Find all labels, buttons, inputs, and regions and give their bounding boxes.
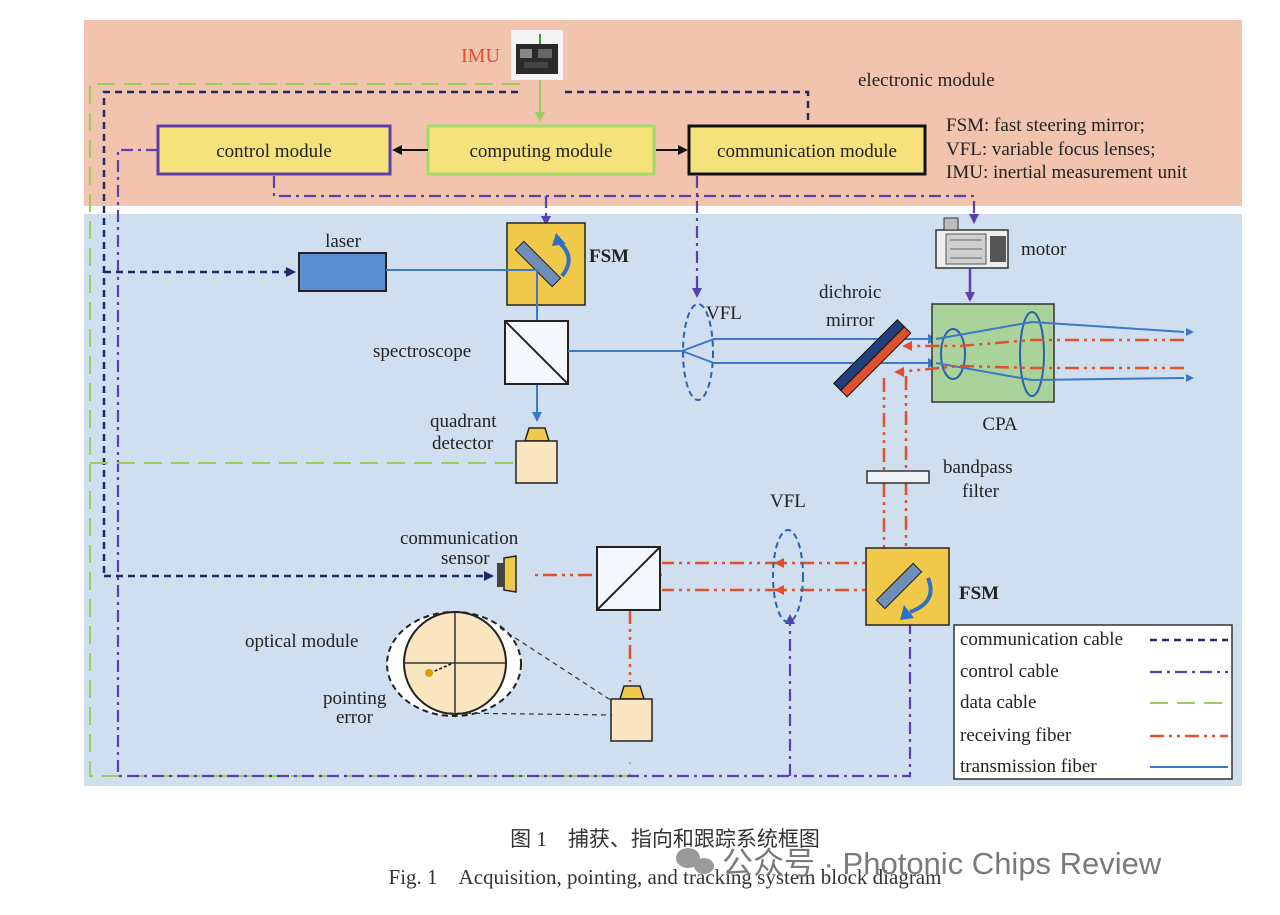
abbreviation-imu: IMU: inertial measurement unit [946,162,1188,183]
pointing-detector-box [610,698,653,742]
imu-chip-icon [511,30,563,80]
legend-label-control-cable: control cable [960,661,1059,682]
vfl-top-label: VFL [706,303,742,324]
communication-module-label: communication module [717,141,897,162]
abbreviation-fsm: FSM: fast steering mirror; [946,115,1145,136]
electronic-module-title: electronic module [858,70,995,91]
quadrant-detector-head [523,427,551,442]
chat-bubble-icon [676,848,714,874]
caption-chinese: 图 1 捕获、指向和跟踪系统框图 [510,827,820,851]
quadrant-detector-box [515,440,558,484]
legend-label-receiving-fiber: receiving fiber [960,725,1072,746]
pointing-error-label-line1: pointing [323,688,387,709]
laser-box [298,252,387,292]
dichroic-mirror-label-line1: dichroic [819,282,881,303]
legend-label-data-cable: data cable [960,692,1036,713]
legend: communication cable control cable data c… [953,624,1233,780]
legend-label-transmission-fiber: transmission fiber [960,756,1097,777]
rotation-arrow-icon [909,577,933,614]
quadrant-detector-label-line1: quadrant [430,411,497,432]
legend-label-communication-cable: communication cable [960,629,1123,650]
cpa-small-lens [940,328,966,380]
fsm-top-box [506,222,586,306]
cpa-box [931,303,1055,403]
spectroscope-label: spectroscope [373,341,471,362]
motor-label: motor [1021,239,1067,260]
optical-module-label: optical module [245,631,358,652]
watermark-text: 公众号 · Photonic Chips Review [722,846,1162,881]
bandpass-filter [866,470,930,484]
imu-label: IMU [461,45,500,67]
communication-sensor-label-line2: sensor [441,548,490,569]
control-module-label: control module [216,141,332,162]
fsm-top-label: FSM [589,246,629,267]
communication-sensor-icon [497,555,517,593]
dichroic-mirror-label-line2: mirror [826,310,875,331]
watermark: 公众号 · Photonic Chips Review [676,846,1162,881]
communication-sensor-label-line1: communication [400,528,519,549]
vfl-bottom-label: VFL [770,491,806,512]
quadrant-detector-label-line2: detector [432,433,494,454]
bandpass-filter-label-line2: filter [962,481,1000,502]
laser-label: laser [325,231,362,252]
computing-module-box [426,124,656,176]
abbreviation-vfl: VFL: variable focus lenses; [946,139,1155,160]
motor-icon [935,217,1009,269]
pointing-error-label-line2: error [336,707,374,728]
fsm-bottom-label: FSM [959,583,999,604]
vfl-bottom-lens [772,529,804,623]
control-module-box [156,124,392,176]
communication-module-box [687,124,927,176]
cpa-label: CPA [982,414,1017,435]
dichroic-mirror [832,318,912,398]
pointing-detector-head [618,685,646,700]
bandpass-filter-label-line1: bandpass [943,457,1013,478]
caption-english: Fig. 1 Acquisition, pointing, and tracki… [389,865,942,889]
computing-module-label: computing module [469,141,612,162]
cpa-large-lens [1019,311,1045,397]
